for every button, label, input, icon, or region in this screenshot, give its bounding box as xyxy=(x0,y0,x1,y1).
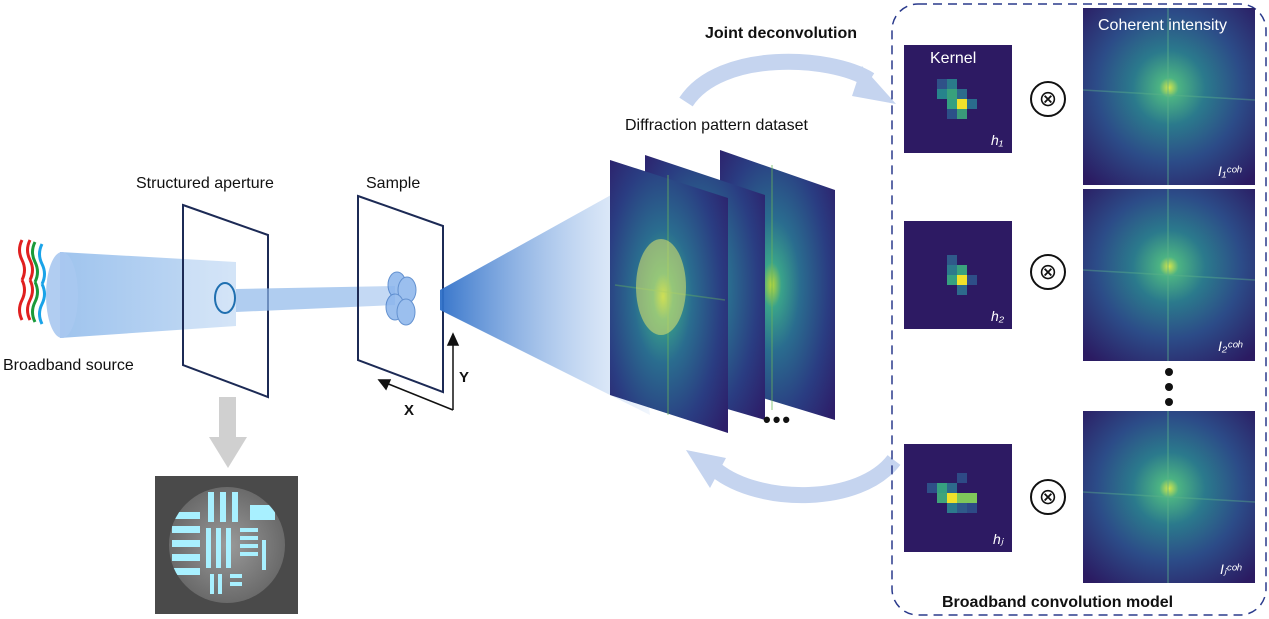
operator-circles xyxy=(1030,81,1066,515)
coherent-2-label: I₂ᶜᵒʰ xyxy=(1218,338,1243,354)
vertical-ellipsis xyxy=(1165,368,1173,406)
coherent-j-label: Iⱼᶜᵒʰ xyxy=(1220,561,1242,577)
kernel-1-label: h₁ xyxy=(991,132,1004,148)
aperture-pattern-inset xyxy=(155,476,298,614)
horizontal-ellipsis: ••• xyxy=(763,407,793,432)
kernel-j-label: hⱼ xyxy=(993,531,1004,547)
coherent-1-label: I₁ᶜᵒʰ xyxy=(1218,163,1242,179)
coherent-panel-1 xyxy=(1082,8,1256,185)
broadband-source-waves xyxy=(18,239,46,325)
coherent-intensity-title: Coherent intensity xyxy=(1098,17,1227,34)
probe-positions xyxy=(385,271,417,326)
axis-y-label: Y xyxy=(459,369,470,386)
sample-label: Sample xyxy=(366,175,421,192)
model-label: Broadband convolution model xyxy=(942,594,1174,611)
kernel-panel-2 xyxy=(904,221,1012,329)
diffraction-stack xyxy=(610,150,835,433)
structured-aperture-label: Structured aperture xyxy=(136,175,274,192)
structured-aperture-plane xyxy=(182,203,269,399)
joint-deconvolution-arrow xyxy=(679,53,896,107)
down-arrow xyxy=(209,397,247,468)
broadband-source-label: Broadband source xyxy=(3,357,134,374)
scan-axes xyxy=(377,332,460,411)
coherent-panel-j xyxy=(1082,411,1256,583)
kernel-2-label: h₂ xyxy=(991,308,1005,324)
joint-deconvolution-label: Joint deconvolution xyxy=(705,25,857,42)
operator-1: ⊗ xyxy=(1038,86,1058,111)
axis-x-label: X xyxy=(404,402,415,419)
narrow-beam xyxy=(236,286,395,312)
coherent-panel-2 xyxy=(1082,189,1256,361)
operator-2: ⊗ xyxy=(1038,259,1058,284)
sample-plane xyxy=(357,194,444,394)
kernel-panel-1 xyxy=(904,45,1012,153)
operator-j: ⊗ xyxy=(1038,484,1058,509)
input-beam xyxy=(46,252,236,338)
return-arrow xyxy=(686,450,901,504)
diffraction-cone xyxy=(440,190,650,415)
dataset-label: Diffraction pattern dataset xyxy=(625,117,808,134)
kernel-title: Kernel xyxy=(930,50,977,67)
kernel-panel-j xyxy=(904,444,1012,552)
